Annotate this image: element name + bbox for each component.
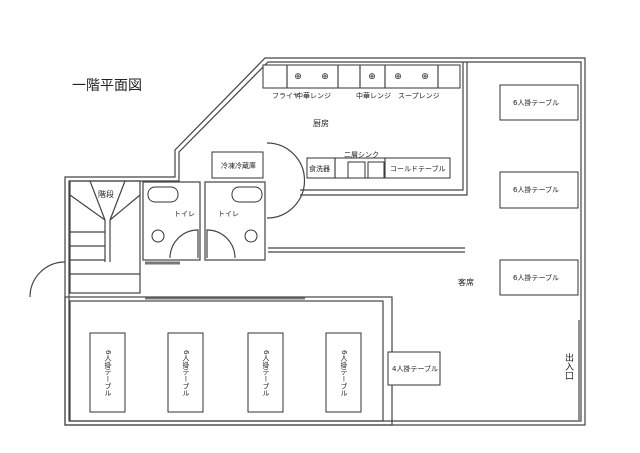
toilet-label-1: トイレ [174, 210, 195, 218]
side-table-3: 6人掛テーブル [513, 273, 559, 282]
freezer-label: 冷凍冷蔵庫 [221, 161, 256, 170]
range-label-1: 中華レンジ [296, 91, 331, 100]
fryer-label: フライヤ [272, 92, 300, 100]
svg-text:⊕: ⊕ [421, 72, 429, 82]
soup-range-label: スープレンジ [398, 92, 440, 100]
dining-label: 客席 [458, 277, 474, 287]
stairs: 階段 [29, 180, 141, 298]
svg-text:⊕: ⊕ [294, 72, 302, 82]
svg-text:⊕: ⊕ [321, 72, 329, 82]
svg-text:⊕: ⊕ [368, 72, 376, 82]
sink-label: 二層シンク [344, 151, 379, 159]
kitchen: ⊕⊕ ⊕⊕⊕ フライヤ 中華レンジ 中華レンジ スープレンジ 厨房 冷凍冷蔵庫 … [211, 62, 468, 219]
range-label-2: 中華レンジ [356, 91, 391, 100]
stairs-label: 階段 [98, 189, 114, 199]
kitchen-label: 厨房 [313, 118, 329, 128]
toilet-label-2: トイレ [218, 210, 239, 218]
dining-area: 客席 6人掛テーブル 6人掛テーブル 6人掛テーブル 4人掛テーブル 6人掛テー… [64, 84, 579, 426]
side-table-2: 6人掛テーブル [513, 185, 559, 194]
dishwasher-label: 食洗器 [309, 164, 330, 173]
side-door[interactable] [29, 261, 66, 298]
plan-title: 一階平面図 [72, 78, 142, 94]
svg-text:⊕: ⊕ [394, 72, 402, 82]
room-table-2: 6人掛テーブル [182, 350, 190, 397]
kitchen-door[interactable] [266, 142, 306, 219]
room-table-4: 6人掛テーブル [340, 350, 348, 397]
room-table-1: 6人掛テーブル [104, 350, 112, 397]
room-table-3: 6人掛テーブル [262, 350, 270, 397]
side-table-1: 6人掛テーブル [513, 98, 559, 107]
entrance-label: 出入口 [563, 352, 574, 380]
four-seat-table: 4人掛テーブル [392, 364, 438, 373]
toilets: トイレ トイレ [142, 181, 266, 265]
cold-table-label: コールドテーブル [390, 164, 446, 173]
burner-icons: ⊕ ⊕ ⊕ ⊕ ⊕ [294, 72, 429, 82]
